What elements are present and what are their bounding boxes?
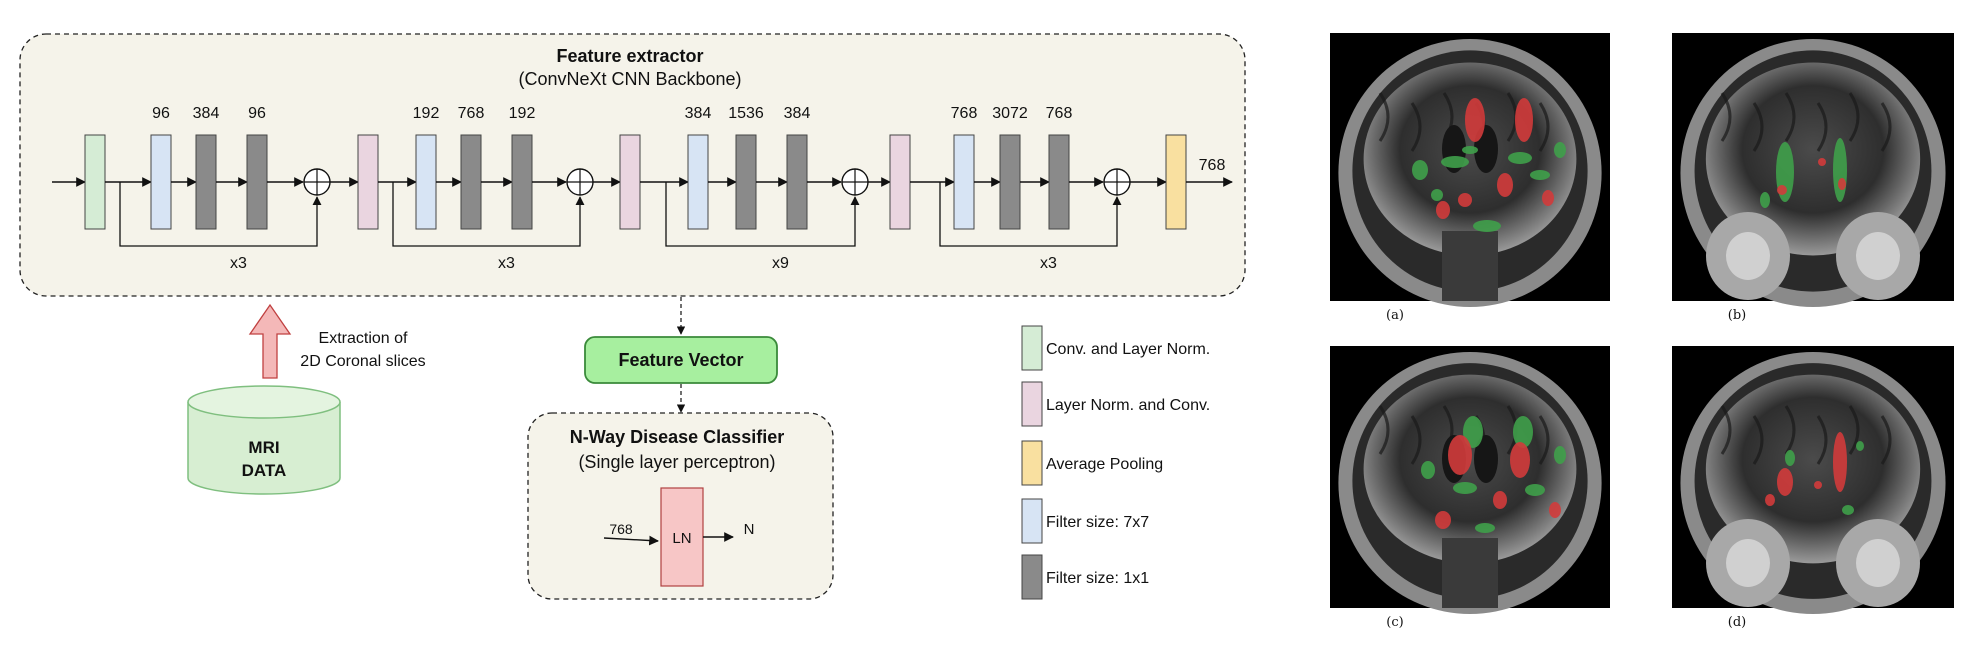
legend-swatch-4 <box>1021 498 1043 544</box>
stage-4-residual-path <box>939 182 1122 247</box>
legend-label-1: Conv. and Layer Norm. <box>1046 341 1210 358</box>
stage-3-dim-3: 384 <box>784 105 811 122</box>
scan-caption-2: (b) <box>1728 308 1746 323</box>
classifier-title: N-Way Disease Classifier <box>570 427 784 447</box>
scan-image-4 <box>1672 346 1954 614</box>
classifier-subtitle: (Single layer perceptron) <box>578 452 775 472</box>
stage-1-downsample-block <box>84 134 106 230</box>
legend-swatch-1 <box>1021 325 1043 371</box>
feature-vector-box <box>584 336 778 384</box>
stage-1-repeat-label: x3 <box>230 255 247 272</box>
mri-data-line1: MRI <box>248 438 279 457</box>
ln-block <box>660 487 704 587</box>
stage-1-block-1 <box>150 134 172 230</box>
legend-label-3: Average Pooling <box>1046 456 1163 473</box>
stage-2-block-1 <box>415 134 437 230</box>
stage-2-dim-3: 192 <box>509 105 536 122</box>
stage-3-block-1 <box>687 134 709 230</box>
stage-4-block-1 <box>953 134 975 230</box>
stage-4-dim-1: 768 <box>951 105 978 122</box>
legend-label-5: Filter size: 1x1 <box>1046 570 1149 587</box>
stage-4-downsample-block <box>889 134 911 230</box>
stage-1-dim-1: 96 <box>152 105 170 122</box>
extraction-label-line2: 2D Coronal slices <box>300 353 425 370</box>
pipeline: 96 384 96 x3 192 768 192 x3 384 1536 384 x9 768 3072 7… <box>52 105 1233 272</box>
stage-3-dim-1: 384 <box>685 105 712 122</box>
stage-1-block-3 <box>246 134 268 230</box>
stage-2-dim-2: 768 <box>458 105 485 122</box>
stage-1-dim-2: 384 <box>193 105 220 122</box>
stage-3-residual-path <box>665 182 860 247</box>
stage-3-dim-2: 1536 <box>728 105 764 122</box>
scan-image-1 <box>1330 33 1610 307</box>
stage-4-block-2 <box>999 134 1021 230</box>
legend-swatch-3 <box>1021 440 1043 486</box>
legend-label-2: Layer Norm. and Conv. <box>1046 397 1210 414</box>
legend: Conv. and Layer Norm. Layer Norm. and Con… <box>1021 325 1210 600</box>
scan-caption-1: (a) <box>1386 308 1404 323</box>
stage-4-dim-3: 768 <box>1046 105 1073 122</box>
feature-vector-label: Feature Vector <box>618 350 743 370</box>
scan-image-2 <box>1672 33 1954 307</box>
stage-2-dim-1: 192 <box>413 105 440 122</box>
scan-grid: (a) (b) (c) (d) <box>1330 33 1954 630</box>
stage-2-residual-path <box>392 182 585 247</box>
legend-label-4: Filter size: 7x7 <box>1046 514 1149 531</box>
legend-swatch-5 <box>1021 554 1043 600</box>
scan-caption-4: (d) <box>1728 615 1746 630</box>
stage-2-block-2 <box>460 134 482 230</box>
extraction-arrow-icon <box>248 303 292 379</box>
mri-data-cylinder <box>187 385 341 495</box>
stage-4-block-3 <box>1048 134 1070 230</box>
stage-1-residual-path <box>119 182 322 247</box>
feature-extractor-subtitle: (ConvNeXt CNN Backbone) <box>518 69 741 89</box>
feature-extractor-title: Feature extractor <box>556 46 703 66</box>
stage-3-block-2 <box>735 134 757 230</box>
stage-2-repeat-label: x3 <box>498 255 515 272</box>
scan-image-3 <box>1330 346 1610 614</box>
average-pooling-block <box>1165 134 1187 230</box>
stage-2-block-3 <box>511 134 533 230</box>
stage-2-downsample-block <box>357 134 379 230</box>
stage-1-block-2 <box>195 134 217 230</box>
scan-caption-3: (c) <box>1386 615 1403 630</box>
mri-data-line2: DATA <box>242 461 287 480</box>
ln-label: LN <box>672 530 691 547</box>
output-dim-label: 768 <box>1199 157 1226 174</box>
classifier-input-arrow <box>603 535 659 546</box>
stage-4-repeat-label: x3 <box>1040 255 1057 272</box>
stage-3-block-3 <box>786 134 808 230</box>
stage-3-repeat-label: x9 <box>772 255 789 272</box>
stage-4-dim-2: 3072 <box>992 105 1028 122</box>
legend-swatch-2 <box>1021 381 1043 427</box>
stage-1-dim-3: 96 <box>248 105 266 122</box>
stage-3-downsample-block <box>619 134 641 230</box>
classifier-input-dim: 768 <box>609 521 633 537</box>
extraction-label-line1: Extraction of <box>319 330 408 347</box>
classifier-output-label: N <box>744 521 755 538</box>
